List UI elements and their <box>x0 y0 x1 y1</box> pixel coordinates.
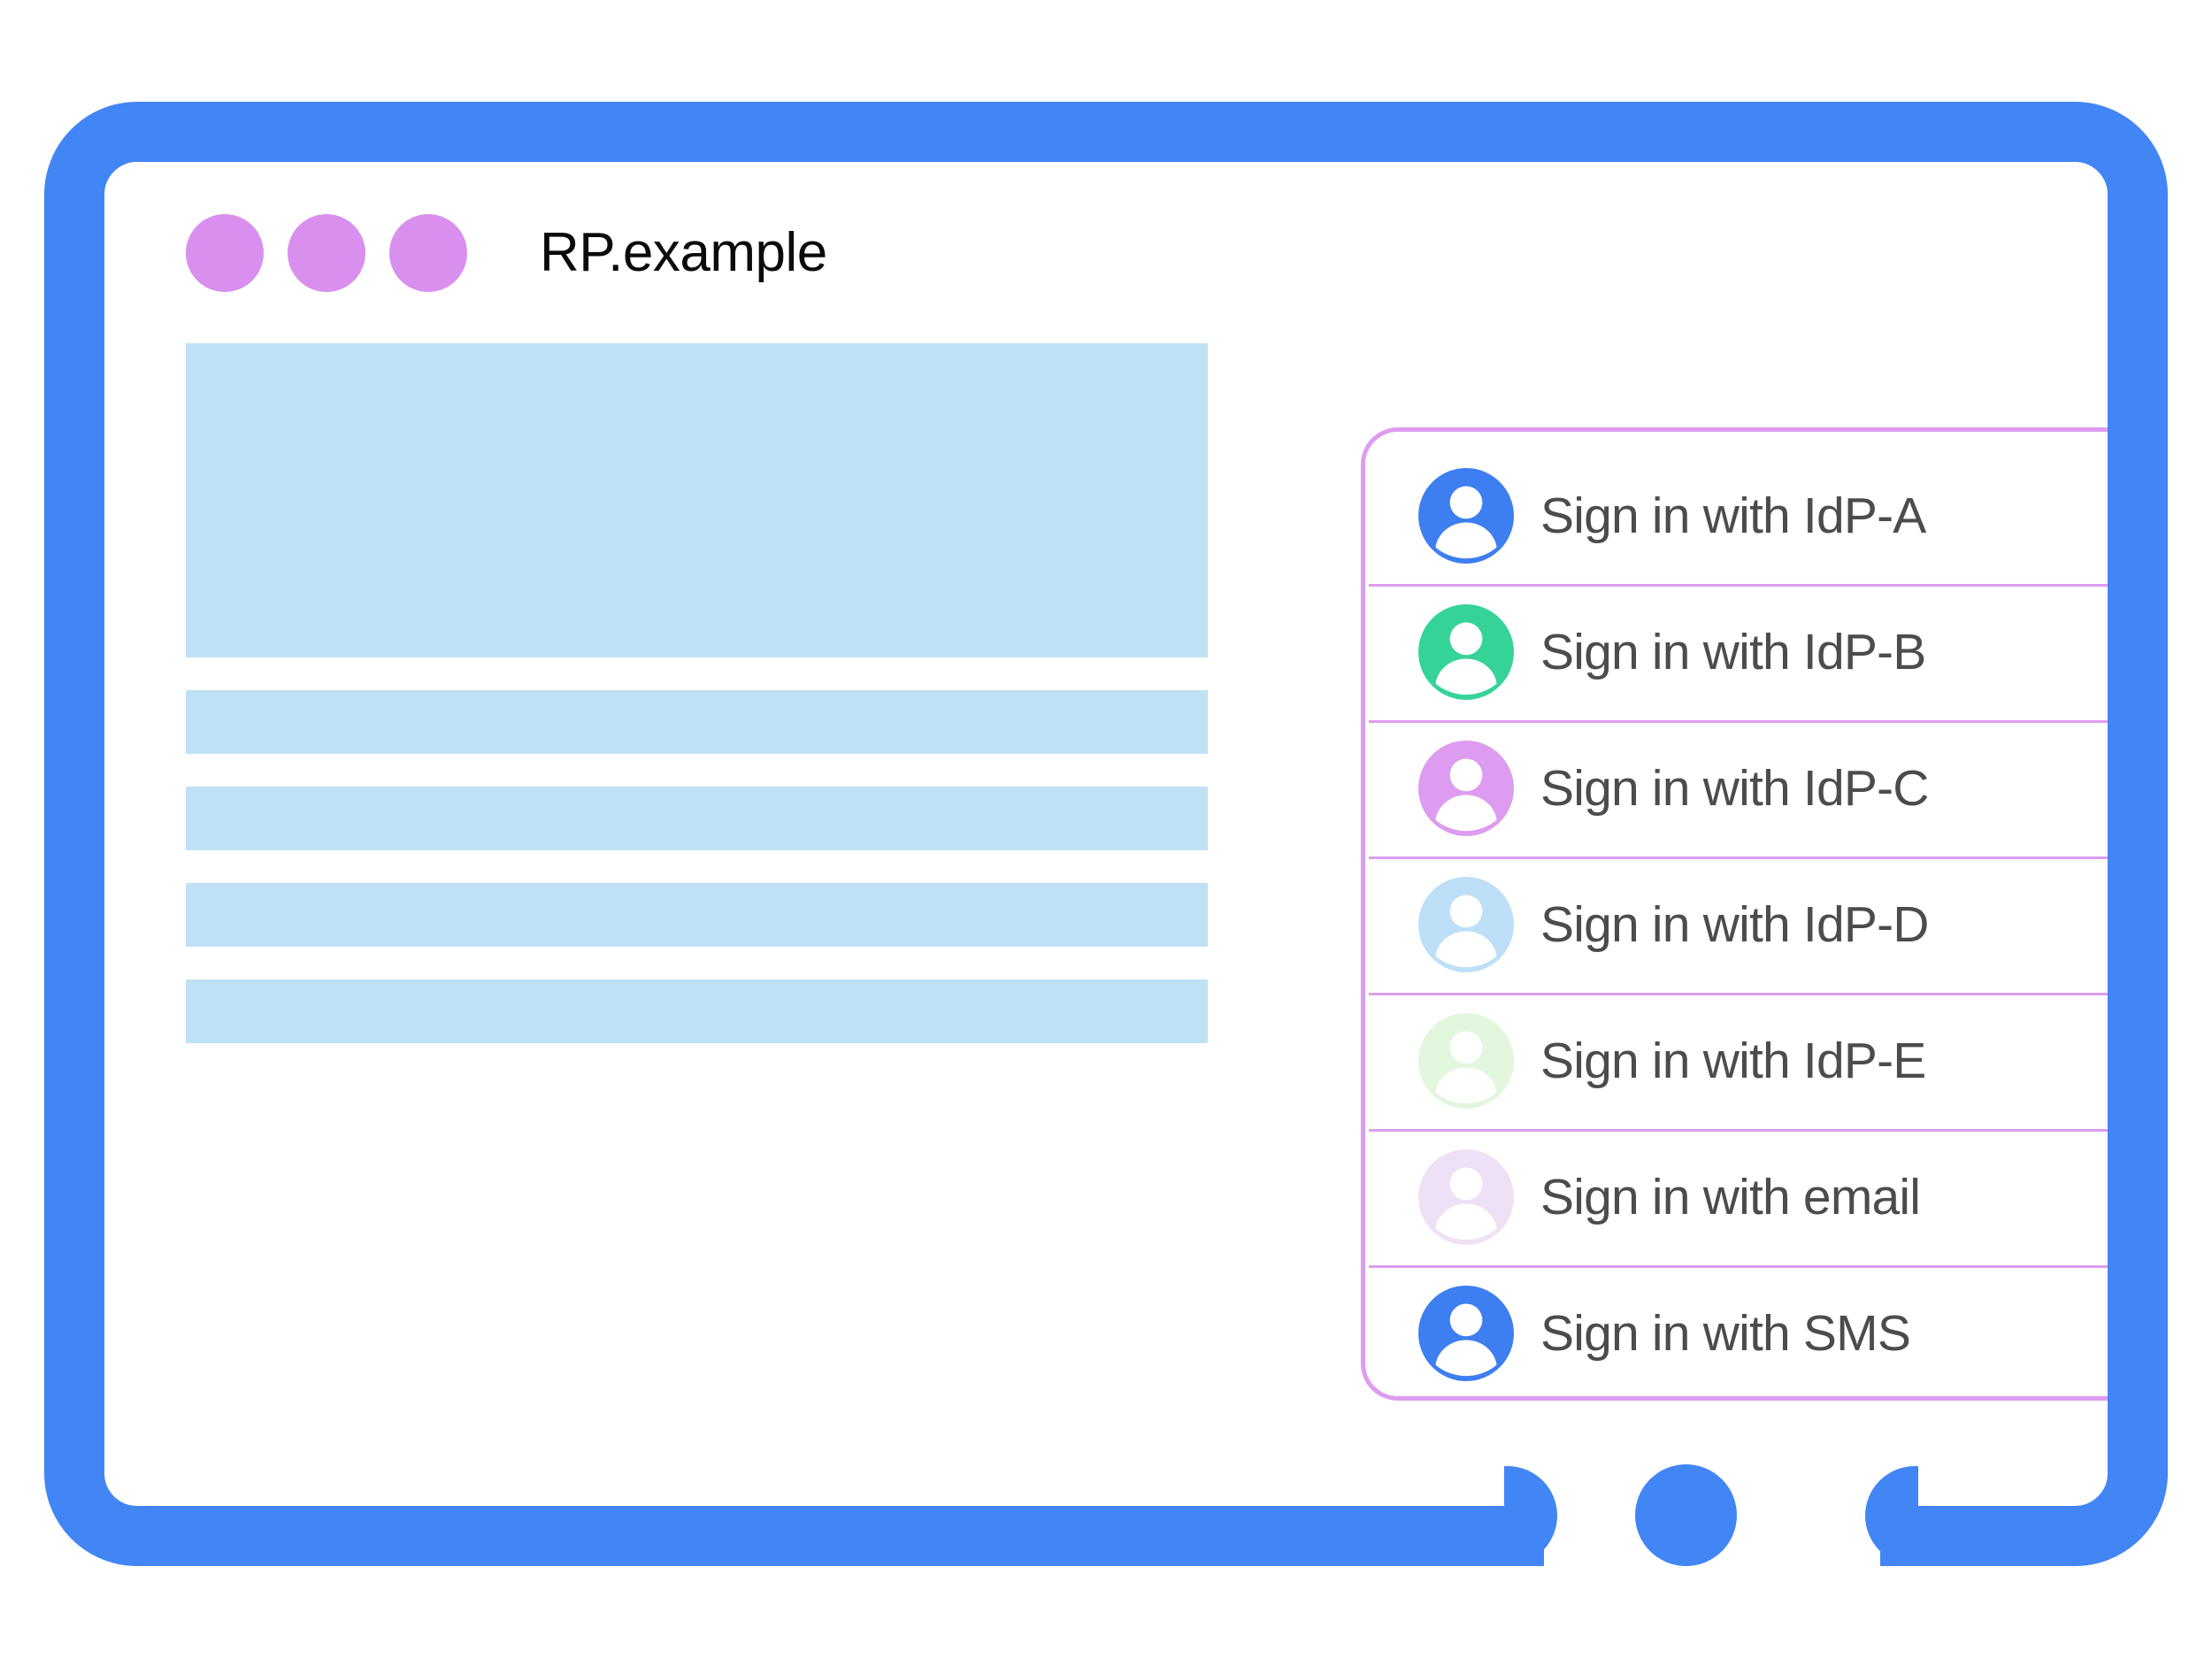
hero-placeholder <box>186 343 1208 657</box>
account-chooser-list: Sign in with IdP-A Sign in with IdP-B Sign… <box>1365 448 2108 1402</box>
account-chooser-item[interactable]: Sign in with IdP-B <box>1365 584 2108 720</box>
account-avatar-icon <box>1418 468 1514 564</box>
account-chooser-item[interactable]: Sign in with email <box>1365 1129 2108 1265</box>
account-avatar-icon <box>1418 741 1514 836</box>
tab-dot-2[interactable] <box>288 213 365 292</box>
account-chooser-item[interactable]: Sign in with IdP-A <box>1365 448 2108 584</box>
content-placeholder-column <box>186 343 1208 1076</box>
line-placeholder-3 <box>186 883 1208 947</box>
account-chooser-item-label: Sign in with IdP-B <box>1540 624 1926 680</box>
line-placeholder-2 <box>186 787 1208 850</box>
account-avatar-icon <box>1418 1149 1514 1245</box>
account-avatar-icon <box>1418 741 1514 836</box>
account-chooser-item[interactable]: Sign in with IdP-C <box>1365 720 2108 856</box>
account-avatar-icon <box>1418 604 1514 700</box>
account-avatar-icon <box>1418 468 1514 564</box>
account-chooser-item[interactable]: Sign in with IdP-D <box>1365 856 2108 993</box>
home-button[interactable] <box>1635 1464 1737 1566</box>
account-avatar-icon <box>1418 1286 1514 1381</box>
account-chooser-item-label: Sign in with email <box>1540 1169 1921 1225</box>
account-avatar-icon <box>1418 604 1514 700</box>
account-avatar-icon <box>1418 1013 1514 1109</box>
account-chooser-item[interactable]: Sign in with IdP-E <box>1365 993 2108 1129</box>
account-chooser-item-label: Sign in with IdP-D <box>1540 896 1929 953</box>
browser-chrome-bar: RP.example <box>104 162 2108 343</box>
account-chooser-item-label: Sign in with SMS <box>1540 1305 1911 1362</box>
account-avatar-icon <box>1418 877 1514 972</box>
account-avatar-icon <box>1418 877 1514 972</box>
line-placeholder-4 <box>186 979 1208 1043</box>
account-chooser-panel: Sign in with IdP-A Sign in with IdP-B Sign… <box>1361 427 2108 1401</box>
account-chooser-item-label: Sign in with IdP-A <box>1540 488 1926 544</box>
tab-dot-1[interactable] <box>186 213 264 292</box>
line-placeholder-1 <box>186 690 1208 754</box>
tab-dot-3[interactable] <box>389 213 467 292</box>
account-chooser-item-label: Sign in with IdP-E <box>1540 1033 1926 1089</box>
page-title: RP.example <box>540 222 827 283</box>
page-body <box>104 343 2108 1447</box>
account-chooser-item[interactable]: Sign in with SMS <box>1365 1265 2108 1402</box>
account-avatar-icon <box>1418 1149 1514 1245</box>
account-chooser-item-label: Sign in with IdP-C <box>1540 760 1929 817</box>
account-avatar-icon <box>1418 1013 1514 1109</box>
account-avatar-icon <box>1418 1286 1514 1381</box>
